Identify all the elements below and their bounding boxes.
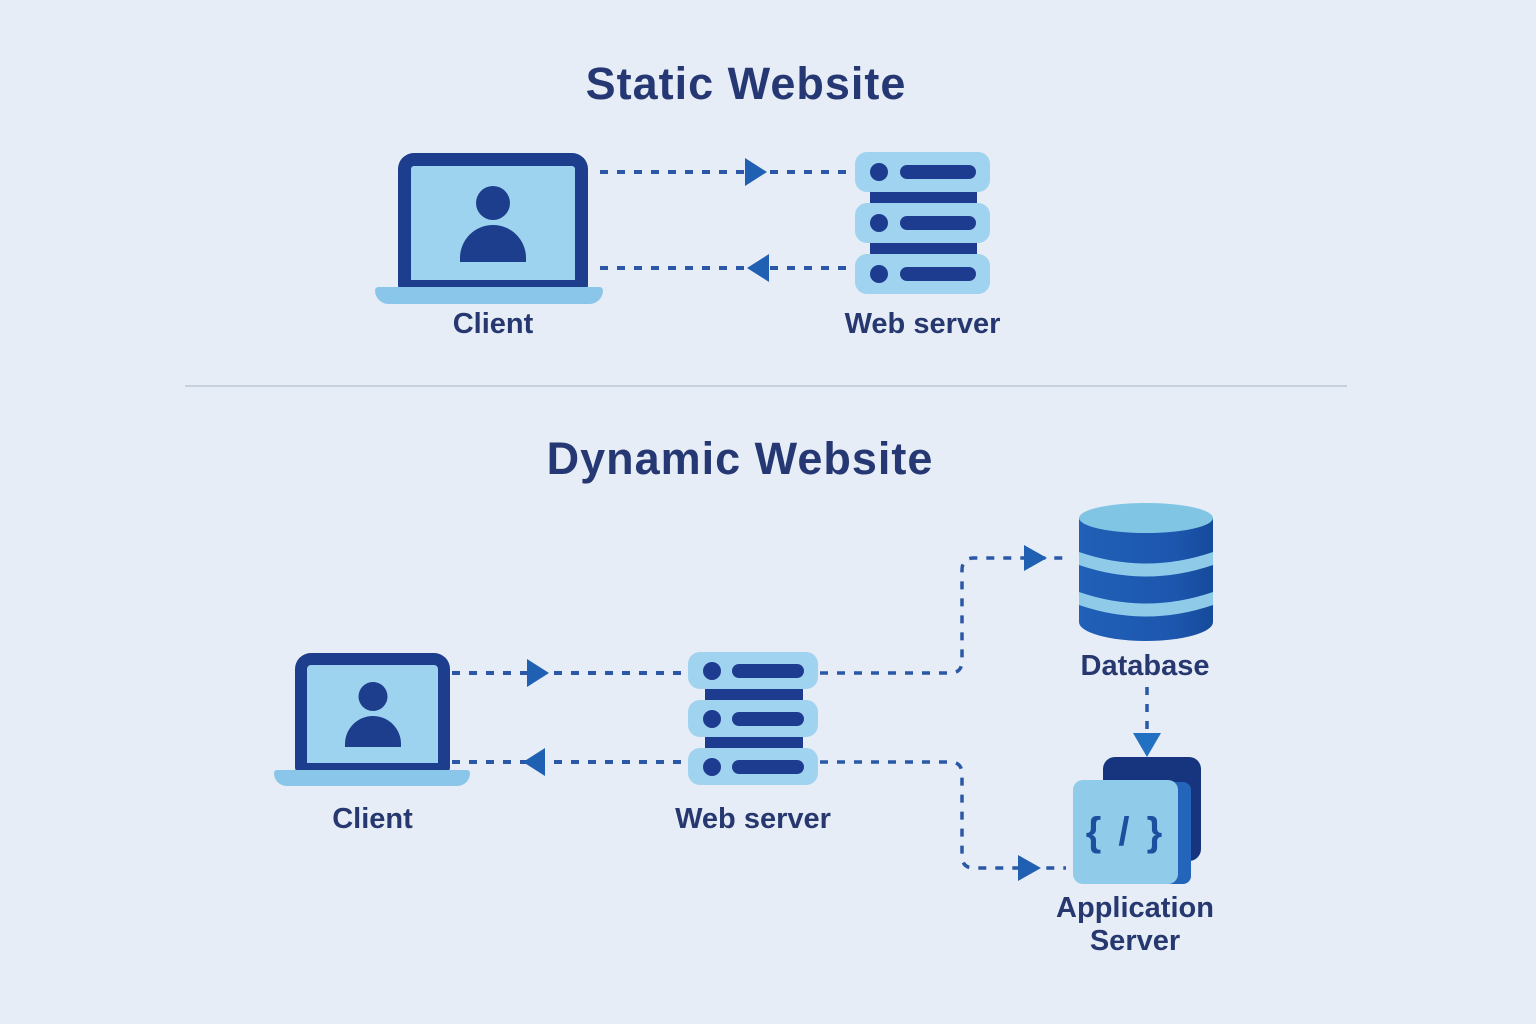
- code-glyph: { / }: [1085, 809, 1166, 854]
- dynamic-section-title: Dynamic Website: [546, 433, 934, 484]
- static-section-title: Static Website: [585, 58, 907, 109]
- application-server-label: Application Server: [1056, 892, 1214, 957]
- static-request-arrowhead: [745, 158, 767, 186]
- webserver-database-line: [820, 556, 1070, 675]
- person-icon: [411, 166, 575, 280]
- dynamic-web-server-label: Web server: [675, 803, 831, 835]
- database-label: Database: [1080, 650, 1210, 682]
- database-icon: [1078, 502, 1214, 649]
- dynamic-request-arrowhead: [527, 659, 549, 687]
- section-divider: [185, 385, 1347, 387]
- webserver-appserver-line: [820, 760, 1066, 870]
- dynamic-response-arrowhead: [523, 748, 545, 776]
- static-client-label: Client: [452, 308, 534, 340]
- person-icon: [307, 665, 438, 763]
- webserver-appserver-arrowhead: [1018, 855, 1041, 881]
- dynamic-web-server-icon: [688, 652, 818, 786]
- database-appserver-arrowhead: [1133, 733, 1161, 757]
- static-response-arrowhead: [747, 254, 769, 282]
- static-web-server-label: Web server: [844, 308, 1001, 340]
- webserver-database-arrowhead: [1024, 545, 1047, 571]
- static-web-server-icon: [855, 152, 990, 294]
- dynamic-client-label: Client: [332, 803, 413, 835]
